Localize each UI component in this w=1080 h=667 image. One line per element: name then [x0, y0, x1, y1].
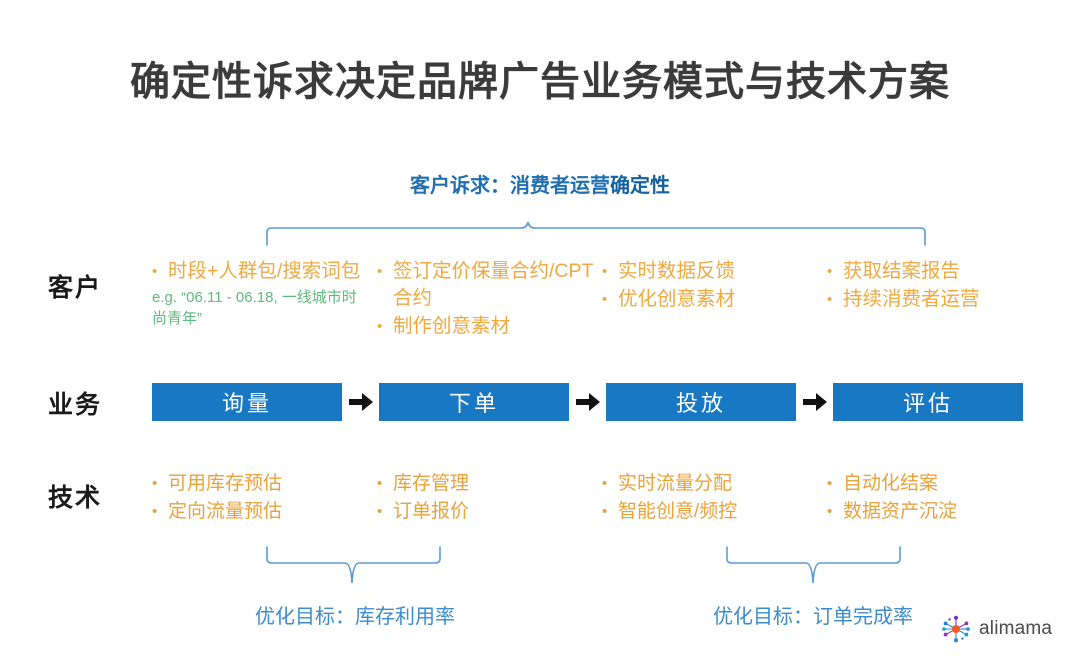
- bullet-dot-icon: •: [602, 503, 608, 520]
- bullet-dot-icon: •: [152, 475, 158, 492]
- bullet-dot-icon: •: [827, 263, 833, 280]
- row-label-technology: 技术: [48, 484, 103, 512]
- bullet-dot-icon: •: [377, 318, 383, 335]
- bullet-dot-icon: •: [377, 503, 383, 520]
- list-item-label: 持续消费者运营: [843, 288, 980, 310]
- list-item-label: 自动化结案: [843, 473, 939, 494]
- list-item-label: 优化创意素材: [618, 288, 736, 310]
- right-arrow-icon: [342, 392, 379, 412]
- bullet-list: • 时段+人群包/搜索词包: [152, 258, 371, 285]
- bullet-list: • 实时流量分配 • 智能创意/频控: [602, 470, 821, 525]
- list-item: • 库存管理: [377, 470, 596, 497]
- list-item-label: 数据资产沉淀: [843, 501, 958, 522]
- list-item: • 智能创意/频控: [602, 498, 821, 525]
- example-note: e.g. “06.11 - 06.18, 一线城市时尚青年”: [152, 289, 357, 327]
- list-item-label: 智能创意/频控: [618, 501, 738, 522]
- bullet-list: • 自动化结案 • 数据资产沉淀: [827, 470, 1046, 525]
- process-step-xunliang[interactable]: 询量: [152, 383, 342, 421]
- bullet-list: • 签订定价保量合约/CPT合约 • 制作创意素材: [377, 258, 596, 340]
- list-item-label: 定向流量预估: [168, 501, 283, 522]
- caption-prefix: 客户诉求：消费者运营: [410, 175, 610, 197]
- bullet-dot-icon: •: [377, 263, 383, 280]
- list-item: • 获取结案报告: [827, 258, 1046, 285]
- list-item-label: 实时数据反馈: [618, 260, 736, 282]
- list-item-label: 获取结案报告: [843, 260, 961, 282]
- list-item: • 优化创意素材: [602, 286, 821, 313]
- row-label-business: 业务: [48, 391, 103, 419]
- list-item: • 实时流量分配: [602, 470, 821, 497]
- bottom-left-brace-icon: [266, 546, 441, 584]
- technology-column-2: • 库存管理 • 订单报价: [377, 470, 602, 526]
- list-item: • 实时数据反馈: [602, 258, 821, 285]
- process-step-pinggu[interactable]: 评估: [833, 383, 1023, 421]
- bullet-dot-icon: •: [152, 503, 158, 520]
- bullet-dot-icon: •: [602, 475, 608, 492]
- list-item-label: 可用库存预估: [168, 473, 283, 494]
- process-step-xiadan[interactable]: 下单: [379, 383, 569, 421]
- technology-column-4: • 自动化结案 • 数据资产沉淀: [827, 470, 1052, 526]
- technology-row: • 可用库存预估 • 定向流量预估 • 库存管理 • 订单报价: [152, 470, 1052, 526]
- goal-caption-left: 优化目标：库存利用率: [255, 606, 455, 628]
- list-item: • 制作创意素材: [377, 313, 596, 340]
- bullet-list: • 获取结案报告 • 持续消费者运营: [827, 258, 1046, 313]
- customer-column-1: • 时段+人群包/搜索词包 e.g. “06.11 - 06.18, 一线城市时…: [152, 258, 377, 341]
- right-arrow-icon: [796, 392, 833, 412]
- bullet-list: • 库存管理 • 订单报价: [377, 470, 596, 525]
- bullet-dot-icon: •: [827, 503, 833, 520]
- list-item-label: 库存管理: [393, 473, 470, 494]
- list-item-label: 时段+人群包/搜索词包: [168, 260, 361, 282]
- row-label-customer: 客户: [48, 274, 103, 302]
- business-process-row: 询量 下单 投放 评估: [152, 383, 1052, 421]
- goal-caption-right: 优化目标：订单完成率: [713, 606, 913, 628]
- process-step-toufang[interactable]: 投放: [606, 383, 796, 421]
- bullet-dot-icon: •: [602, 291, 608, 308]
- customer-column-2: • 签订定价保量合约/CPT合约 • 制作创意素材: [377, 258, 602, 341]
- customer-demand-caption: 客户诉求：消费者运营确定性: [0, 172, 1080, 200]
- brand-logo: alimama: [940, 613, 1052, 645]
- bullet-list: • 实时数据反馈 • 优化创意素材: [602, 258, 821, 313]
- list-item: • 数据资产沉淀: [827, 498, 1046, 525]
- right-arrow-icon: [569, 392, 606, 412]
- list-item-label: 订单报价: [393, 501, 470, 522]
- customer-column-4: • 获取结案报告 • 持续消费者运营: [827, 258, 1052, 341]
- list-item-label: 签订定价保量合约/CPT合约: [393, 260, 594, 309]
- caption-emphasis: 确定性: [610, 175, 670, 197]
- list-item: • 时段+人群包/搜索词包: [152, 258, 371, 285]
- list-item: • 自动化结案: [827, 470, 1046, 497]
- bullet-dot-icon: •: [602, 263, 608, 280]
- top-brace-icon: [266, 221, 926, 246]
- list-item-label: 实时流量分配: [618, 473, 733, 494]
- technology-column-1: • 可用库存预估 • 定向流量预估: [152, 470, 377, 526]
- bullet-dot-icon: •: [377, 475, 383, 492]
- bullet-dot-icon: •: [152, 263, 158, 280]
- brand-name-label: alimama: [979, 618, 1053, 639]
- bottom-right-brace-icon: [726, 546, 901, 584]
- bullet-list: • 可用库存预估 • 定向流量预估: [152, 470, 371, 525]
- technology-column-3: • 实时流量分配 • 智能创意/频控: [602, 470, 827, 526]
- list-item-label: 制作创意素材: [393, 315, 511, 337]
- list-item: • 可用库存预估: [152, 470, 371, 497]
- list-item: • 持续消费者运营: [827, 286, 1046, 313]
- alimama-dot-cluster-icon: [942, 615, 970, 643]
- list-item: • 签订定价保量合约/CPT合约: [377, 258, 596, 312]
- list-item: • 订单报价: [377, 498, 596, 525]
- bullet-dot-icon: •: [827, 291, 833, 308]
- page-title: 确定性诉求决定品牌广告业务模式与技术方案: [130, 60, 950, 104]
- customer-column-3: • 实时数据反馈 • 优化创意素材: [602, 258, 827, 341]
- list-item: • 定向流量预估: [152, 498, 371, 525]
- customer-row: • 时段+人群包/搜索词包 e.g. “06.11 - 06.18, 一线城市时…: [152, 258, 1052, 341]
- bullet-dot-icon: •: [827, 475, 833, 492]
